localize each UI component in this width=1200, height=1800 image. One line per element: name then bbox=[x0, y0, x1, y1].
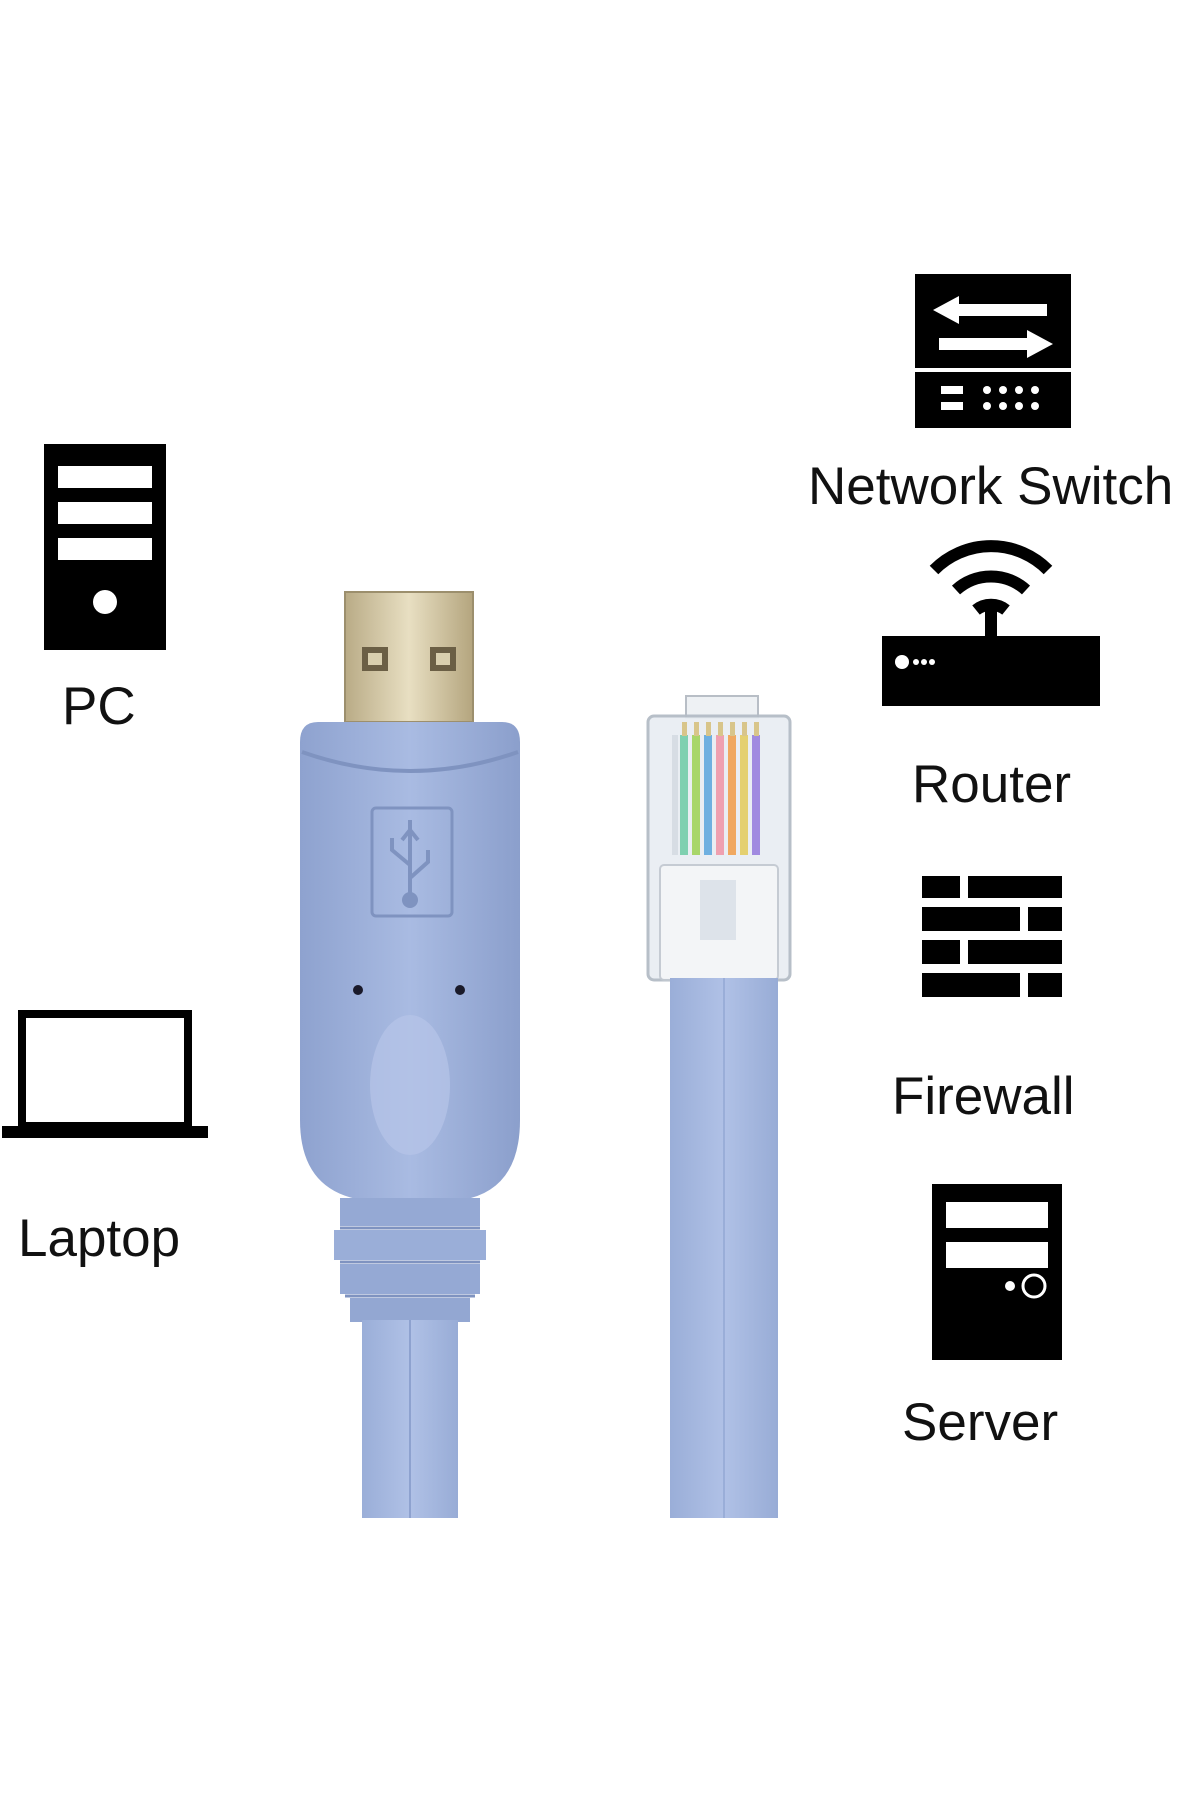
rj45-connector bbox=[646, 695, 792, 982]
firewall-brick-icon bbox=[922, 876, 1062, 1008]
pc-label: PC bbox=[62, 677, 136, 736]
router-label: Router bbox=[912, 755, 1072, 814]
wifi-router-icon bbox=[882, 540, 1100, 706]
server-label: Server bbox=[902, 1393, 1059, 1452]
server-icon bbox=[932, 1184, 1062, 1360]
pc-tower-icon bbox=[44, 444, 166, 650]
usb-a-plug bbox=[344, 591, 474, 723]
firewall-label: Firewall bbox=[892, 1067, 1075, 1126]
network-switch-icon bbox=[915, 274, 1071, 428]
laptop-label: Laptop bbox=[18, 1209, 181, 1268]
usb-connector-body bbox=[300, 722, 520, 1322]
laptop-icon bbox=[2, 1010, 208, 1138]
usb-trident-icon bbox=[390, 820, 430, 895]
network-switch-label: Network Switch bbox=[808, 457, 1174, 516]
